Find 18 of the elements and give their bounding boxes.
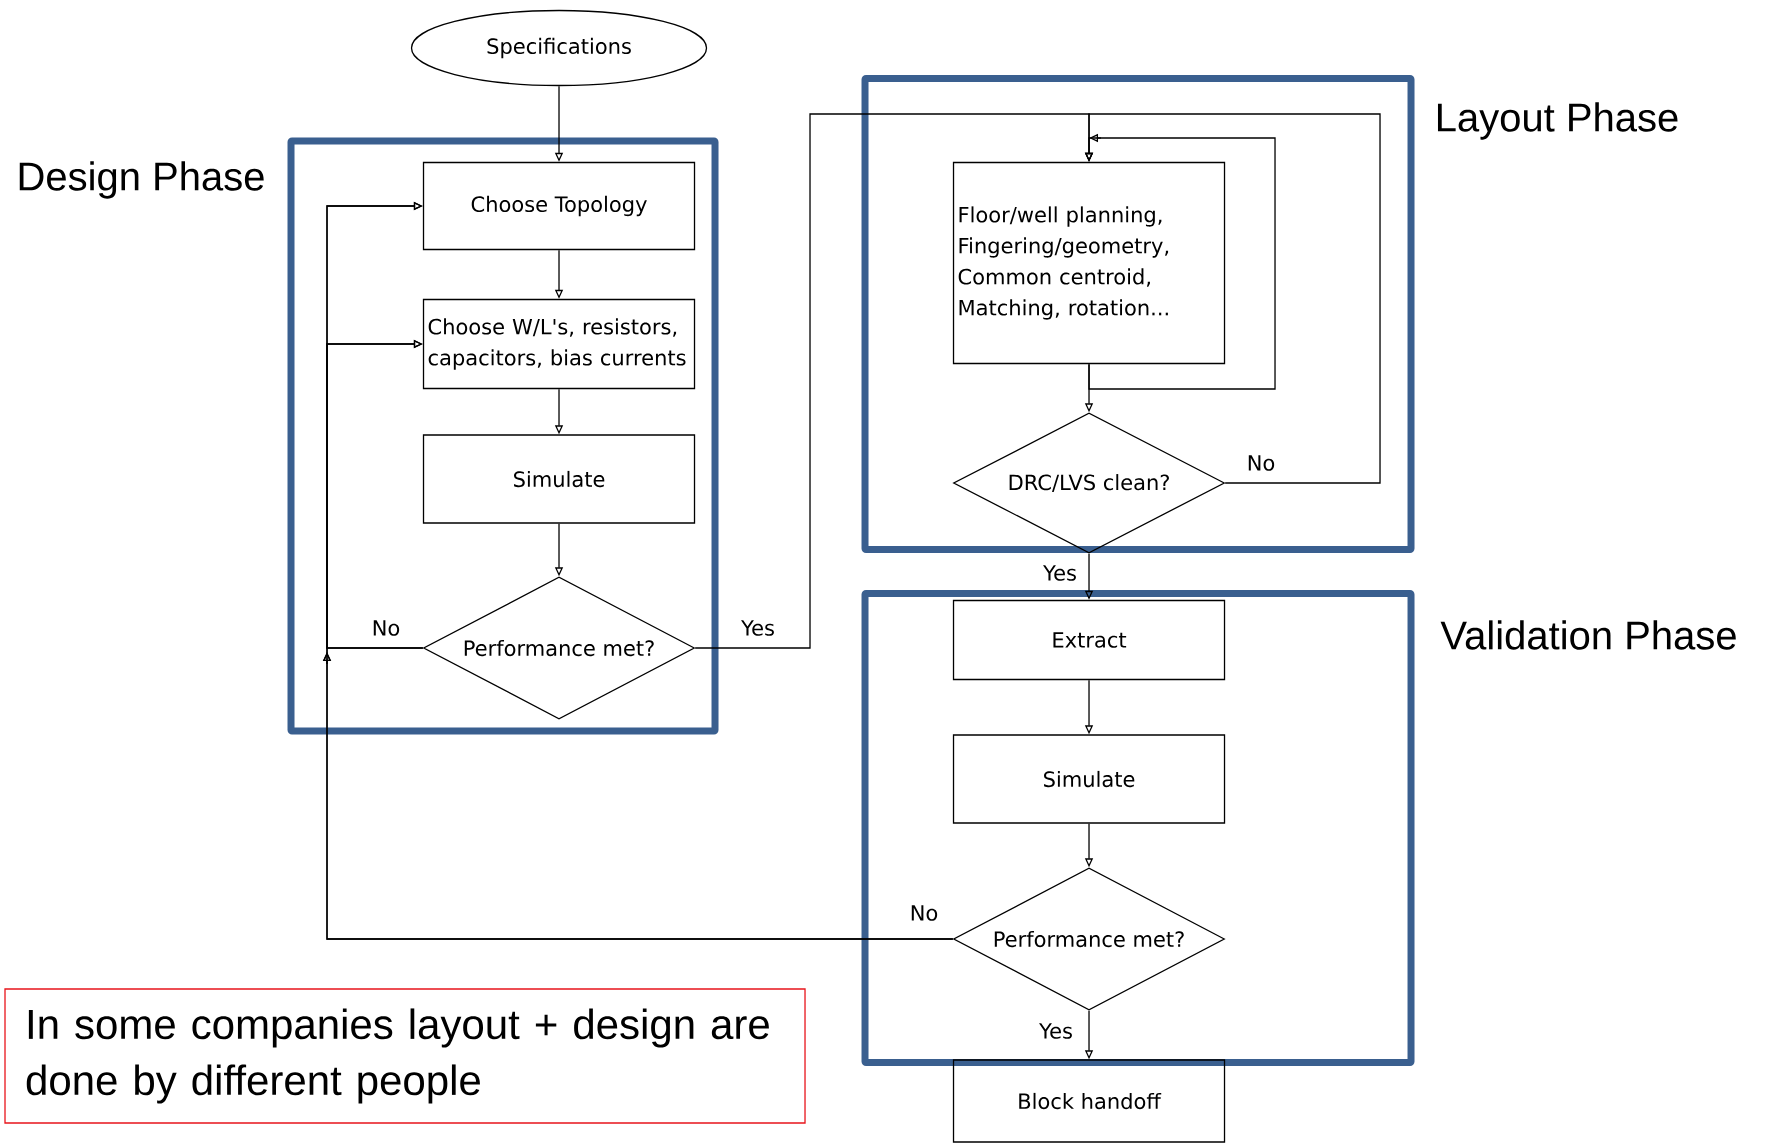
phase-heading: Layout Phase bbox=[1438, 102, 1678, 140]
connector-arrow bbox=[322, 339, 954, 940]
process-box: Simulate bbox=[422, 434, 696, 524]
note-box: In some companies layout + design are done by different people bbox=[4, 988, 806, 1124]
edge-label: Yes bbox=[1042, 564, 1078, 582]
phase-heading: Design Phase bbox=[19, 161, 264, 199]
process-box: Choose W/L's, resistors, capacitors, bias currents bbox=[422, 298, 696, 390]
process-box: Floor/well planning, Fingering/geometry, Common centroid, Matching, rotation... bbox=[952, 161, 1226, 365]
phase-heading: Validation Phase bbox=[1440, 620, 1736, 650]
process-box: Choose Topology bbox=[422, 161, 696, 251]
edge-label: Yes bbox=[740, 619, 776, 637]
process-box: Extract bbox=[952, 599, 1226, 681]
edge-label: No bbox=[1245, 454, 1277, 472]
process-box: Simulate bbox=[952, 734, 1226, 824]
process-box: Block handoff bbox=[952, 1059, 1226, 1143]
edge-label: No bbox=[908, 904, 940, 922]
edge-label: Yes bbox=[1038, 1022, 1074, 1040]
edge-label: No bbox=[370, 619, 402, 637]
